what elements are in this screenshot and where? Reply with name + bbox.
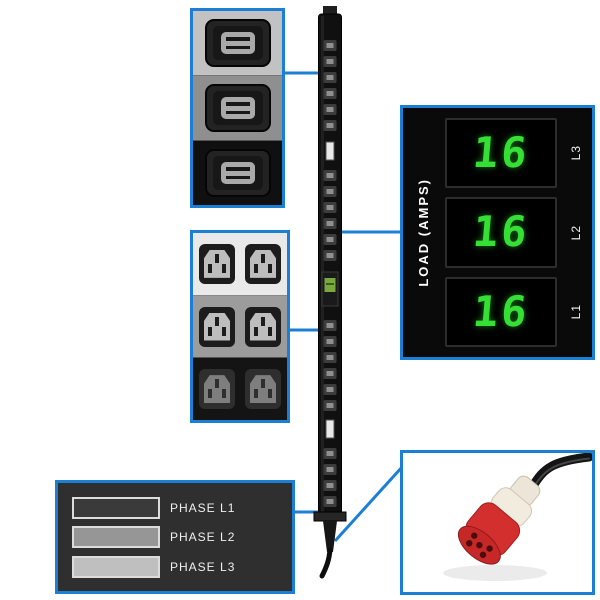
outlet-contacts [220,32,255,54]
c13-row-black [193,358,287,421]
meter-l2-value: 16 [470,207,532,257]
c19-outlet-callout [190,8,285,208]
meter-l3: 16 [445,118,557,189]
strip-breaker [325,141,335,161]
phase-l3-label: PHASE L3 [170,559,236,574]
c13-outlet-icon [245,306,281,347]
meter-l3-label-text: L3 [569,145,583,161]
c13-row-gray [193,295,287,359]
outlet-face [204,249,230,278]
outlet-face [250,375,276,404]
phase-row-l2: PHASE L2 [72,526,278,548]
outlet-face [204,312,230,341]
meter-phase-labels: L3 L2 L1 [562,118,590,347]
c13-outlet-icon [199,243,235,284]
c13-outlet-icon [199,306,235,347]
meter-displays: 16 16 16 [445,118,557,347]
power-plug-callout [400,450,595,595]
industrial-plug-icon [443,453,592,581]
phase-l1-label: PHASE L1 [170,500,236,515]
c19-outlet-icon [204,84,271,132]
c13-outlet-icon [199,369,235,410]
c13-outlet-callout [190,230,290,423]
meter-l1-label: L1 [562,277,590,347]
meter-l2-label-text: L2 [569,224,583,241]
c13-row-light [193,233,287,296]
phase-row-l3: PHASE L3 [72,555,278,578]
load-amps-title-text: LOAD (AMPS) [415,178,431,287]
strip-mounting-bracket [313,511,347,552]
outlet-contacts [220,97,255,119]
meter-l1-value: 16 [470,286,532,336]
c19-panel-black [193,141,282,205]
phase-l2-label: PHASE L2 [170,530,236,544]
outlet-contacts [220,162,255,184]
load-meter-callout: LOAD (AMPS) 16 16 16 L3 L2 L1 [400,105,595,360]
meter-l2: 16 [445,197,557,268]
strip-breaker [325,419,335,439]
meter-l3-value: 16 [470,128,532,178]
meter-l2-label: L2 [562,197,590,267]
phase-l2-swatch [72,526,160,548]
strip-lcd-display [321,271,339,307]
strip-outlets [321,40,339,507]
c19-panel-light [193,11,282,76]
c19-panel-gray [193,76,282,141]
meter-l1-label-text: L1 [569,304,583,320]
c19-outlet-icon [204,19,271,67]
c19-outlet-icon [204,149,271,197]
power-cord [319,547,333,579]
callout-lines [284,71,405,543]
phase-l1-swatch [72,496,160,519]
c13-outlet-icon [245,243,281,284]
meter-l3-label: L3 [562,118,590,188]
outlet-face [250,312,276,341]
phase-row-l1: PHASE L1 [72,496,278,519]
pdu-strip [313,6,347,579]
load-amps-title: LOAD (AMPS) [407,108,439,357]
c13-outlet-icon [245,369,281,410]
phase-l3-swatch [72,555,160,578]
meter-l1: 16 [445,276,557,347]
outlet-face [250,249,276,278]
phase-legend-callout: PHASE L1 PHASE L2 PHASE L3 [55,480,295,594]
outlet-face [204,375,230,404]
